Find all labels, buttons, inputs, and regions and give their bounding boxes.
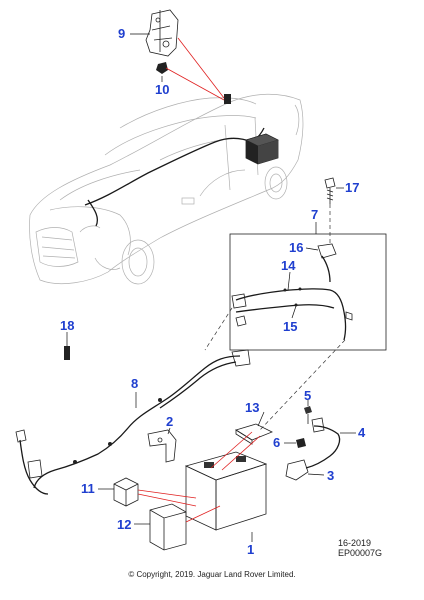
- battery-cable-assembly: [231, 243, 353, 341]
- vehicle-outline: [29, 93, 304, 285]
- part-2-bracket: [147, 429, 177, 463]
- part-17-bolt: [324, 177, 336, 204]
- callout-18: 18: [60, 318, 74, 333]
- part-18-connector: [64, 340, 70, 360]
- copyright-notice: © Copyright, 2019. Jaguar Land Rover Lim…: [128, 570, 295, 579]
- callout-16: 16: [289, 240, 303, 255]
- callout-5: 5: [304, 388, 311, 403]
- callout-6: 6: [273, 435, 280, 450]
- part-4-cable: [305, 417, 341, 469]
- part-5-bolt: [304, 406, 312, 424]
- callout-10: 10: [155, 82, 169, 97]
- part-10-nut: [156, 62, 168, 74]
- figure-reference: 16-2019: [338, 538, 371, 548]
- part-11-terminal-cover: [113, 477, 139, 507]
- part-6-nut: [296, 438, 306, 448]
- part-3-terminal: [285, 459, 309, 481]
- callout-17: 17: [345, 180, 359, 195]
- roof-module-marker: [224, 94, 231, 104]
- callout-8: 8: [131, 376, 138, 391]
- callout-1: 1: [247, 542, 254, 557]
- callout-15: 15: [283, 319, 297, 334]
- callout-11: 11: [81, 481, 95, 496]
- part-8-harness: [15, 349, 251, 495]
- callout-13: 13: [245, 400, 259, 415]
- callout-9: 9: [118, 26, 125, 41]
- rear-battery-box: [245, 133, 279, 165]
- part-12-insulation: [149, 503, 187, 551]
- callout-12: 12: [117, 517, 131, 532]
- figure-code: EP00007G: [338, 548, 382, 558]
- callout-labels: 9 10 17 7 16 14 15 18 8 5 13 2 4 6 3 11 …: [60, 26, 366, 557]
- callout-4: 4: [358, 425, 366, 440]
- leader-lines: [66, 33, 356, 542]
- callout-14: 14: [281, 258, 296, 273]
- callout-2: 2: [166, 414, 173, 429]
- assembly-7-frame: [229, 233, 387, 351]
- callout-7: 7: [311, 207, 318, 222]
- part-1-battery: [184, 451, 268, 531]
- callout-3: 3: [327, 468, 334, 483]
- part-9-bracket: [145, 9, 179, 57]
